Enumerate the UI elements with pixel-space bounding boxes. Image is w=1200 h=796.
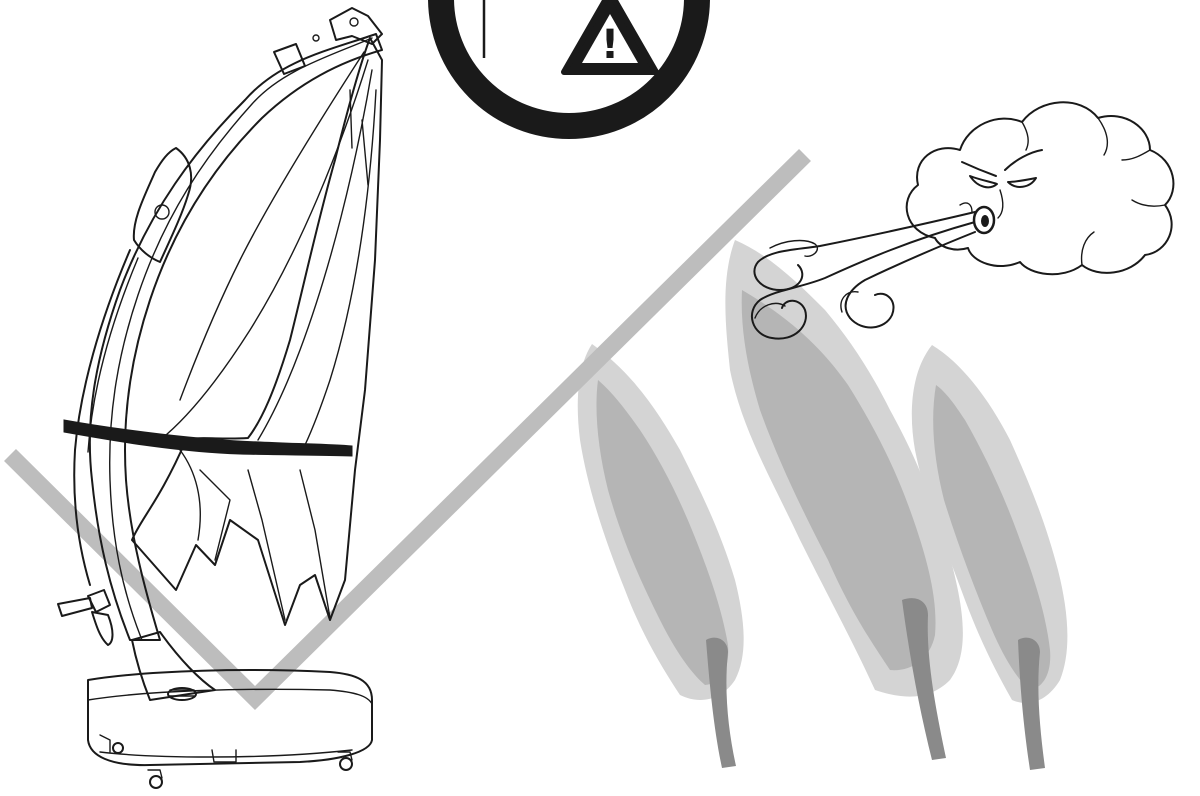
- wind-bent-tree-left: [578, 344, 744, 768]
- umbrella-base: [88, 670, 372, 788]
- warning-exclamation: !: [601, 22, 619, 68]
- umbrella-support-arm: [74, 8, 382, 640]
- wind-bent-tree-middle: [725, 240, 962, 760]
- warning-triangle-icon: !: [564, 0, 656, 72]
- prohibition-warning-sign: !: [441, 0, 697, 126]
- blowing-wind-cloud-icon: [907, 102, 1174, 274]
- umbrella-furled-canopy: [132, 38, 382, 625]
- wind-bent-trees: [578, 240, 1068, 770]
- umbrella-crank-handle: [58, 590, 113, 645]
- closed-cantilever-umbrella-icon: [58, 8, 382, 788]
